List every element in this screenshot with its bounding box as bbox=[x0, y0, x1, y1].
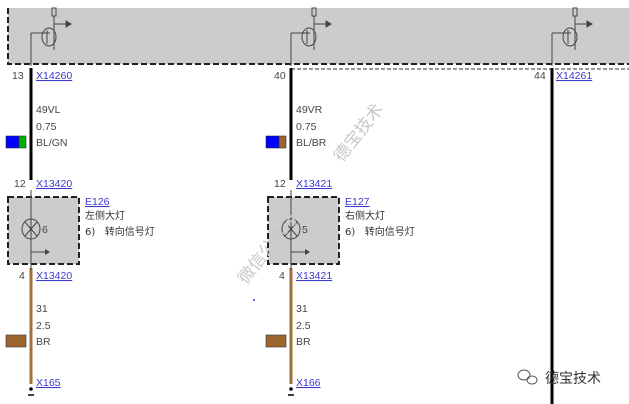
wire-name: 31 bbox=[36, 303, 48, 315]
watermark: 德宝技术 bbox=[330, 100, 388, 166]
connector-link[interactable]: X13421 bbox=[296, 270, 332, 282]
wechat-logo-icon bbox=[517, 369, 538, 385]
color-swatch bbox=[265, 135, 280, 149]
lamp-number: 5 bbox=[302, 224, 308, 236]
color-swatch bbox=[265, 334, 287, 348]
component-name: 右侧大灯 bbox=[345, 209, 385, 222]
wire-color: BR bbox=[36, 336, 51, 348]
wire-size: 2.5 bbox=[296, 320, 311, 332]
wire-color: BL/BR bbox=[296, 137, 327, 149]
component-note: 6) 转向信号灯 bbox=[345, 225, 415, 238]
wire-color: BL/GN bbox=[36, 137, 68, 149]
pin-number: 12 bbox=[14, 178, 26, 190]
connector-link[interactable]: X14260 bbox=[36, 70, 72, 82]
control-module bbox=[7, 8, 629, 70]
component-name: 左侧大灯 bbox=[85, 209, 125, 222]
wire-name: 49VR bbox=[296, 104, 323, 116]
headlight-component bbox=[267, 196, 340, 265]
component-note: 6) 转向信号灯 bbox=[85, 225, 155, 238]
wire-size: 0.75 bbox=[296, 121, 317, 133]
pin-number: 44 bbox=[534, 70, 546, 82]
transistor-icon bbox=[30, 7, 72, 66]
logo-text: 德宝技术 bbox=[545, 371, 601, 387]
pin-number: 4 bbox=[279, 270, 285, 282]
component-link[interactable]: E126 bbox=[85, 196, 110, 208]
pin-number: 4 bbox=[19, 270, 25, 282]
wire-name: 31 bbox=[296, 303, 308, 315]
color-swatch bbox=[5, 334, 27, 348]
ground-link[interactable]: X165 bbox=[36, 377, 61, 389]
connector-link[interactable]: X14261 bbox=[556, 70, 592, 82]
connector-link[interactable]: X13421 bbox=[296, 178, 332, 190]
connector-link[interactable]: X13420 bbox=[36, 270, 72, 282]
ground-icon bbox=[28, 387, 34, 396]
arrow-icon bbox=[291, 249, 310, 255]
lamp-icon bbox=[21, 218, 41, 240]
lamp-number: 6 bbox=[42, 224, 48, 236]
color-swatch bbox=[5, 135, 20, 149]
pin-number: 40 bbox=[274, 70, 286, 82]
wire-name: 49VL bbox=[36, 104, 61, 116]
ground-link[interactable]: X166 bbox=[296, 377, 321, 389]
arrow-icon bbox=[31, 249, 50, 255]
wire-size: 2.5 bbox=[36, 320, 51, 332]
color-swatch bbox=[18, 135, 27, 149]
pin-number: 12 bbox=[274, 178, 286, 190]
connector-link[interactable]: X13420 bbox=[36, 178, 72, 190]
lamp-icon bbox=[281, 218, 301, 240]
pin-number: 13 bbox=[12, 70, 24, 82]
wire-color: BR bbox=[296, 336, 311, 348]
color-swatch bbox=[278, 135, 287, 149]
wire-size: 0.75 bbox=[36, 121, 57, 133]
right-circuit: 49VR 0.75 BL/BR 12 X13421 5 E127 右侧大灯 6)… bbox=[265, 104, 415, 396]
headlight-component bbox=[7, 196, 80, 265]
ground-icon bbox=[288, 387, 294, 396]
left-circuit: 49VL 0.75 BL/GN 12 X13420 6 E126 左侧大灯 6)… bbox=[5, 104, 155, 396]
component-link[interactable]: E127 bbox=[345, 196, 370, 208]
